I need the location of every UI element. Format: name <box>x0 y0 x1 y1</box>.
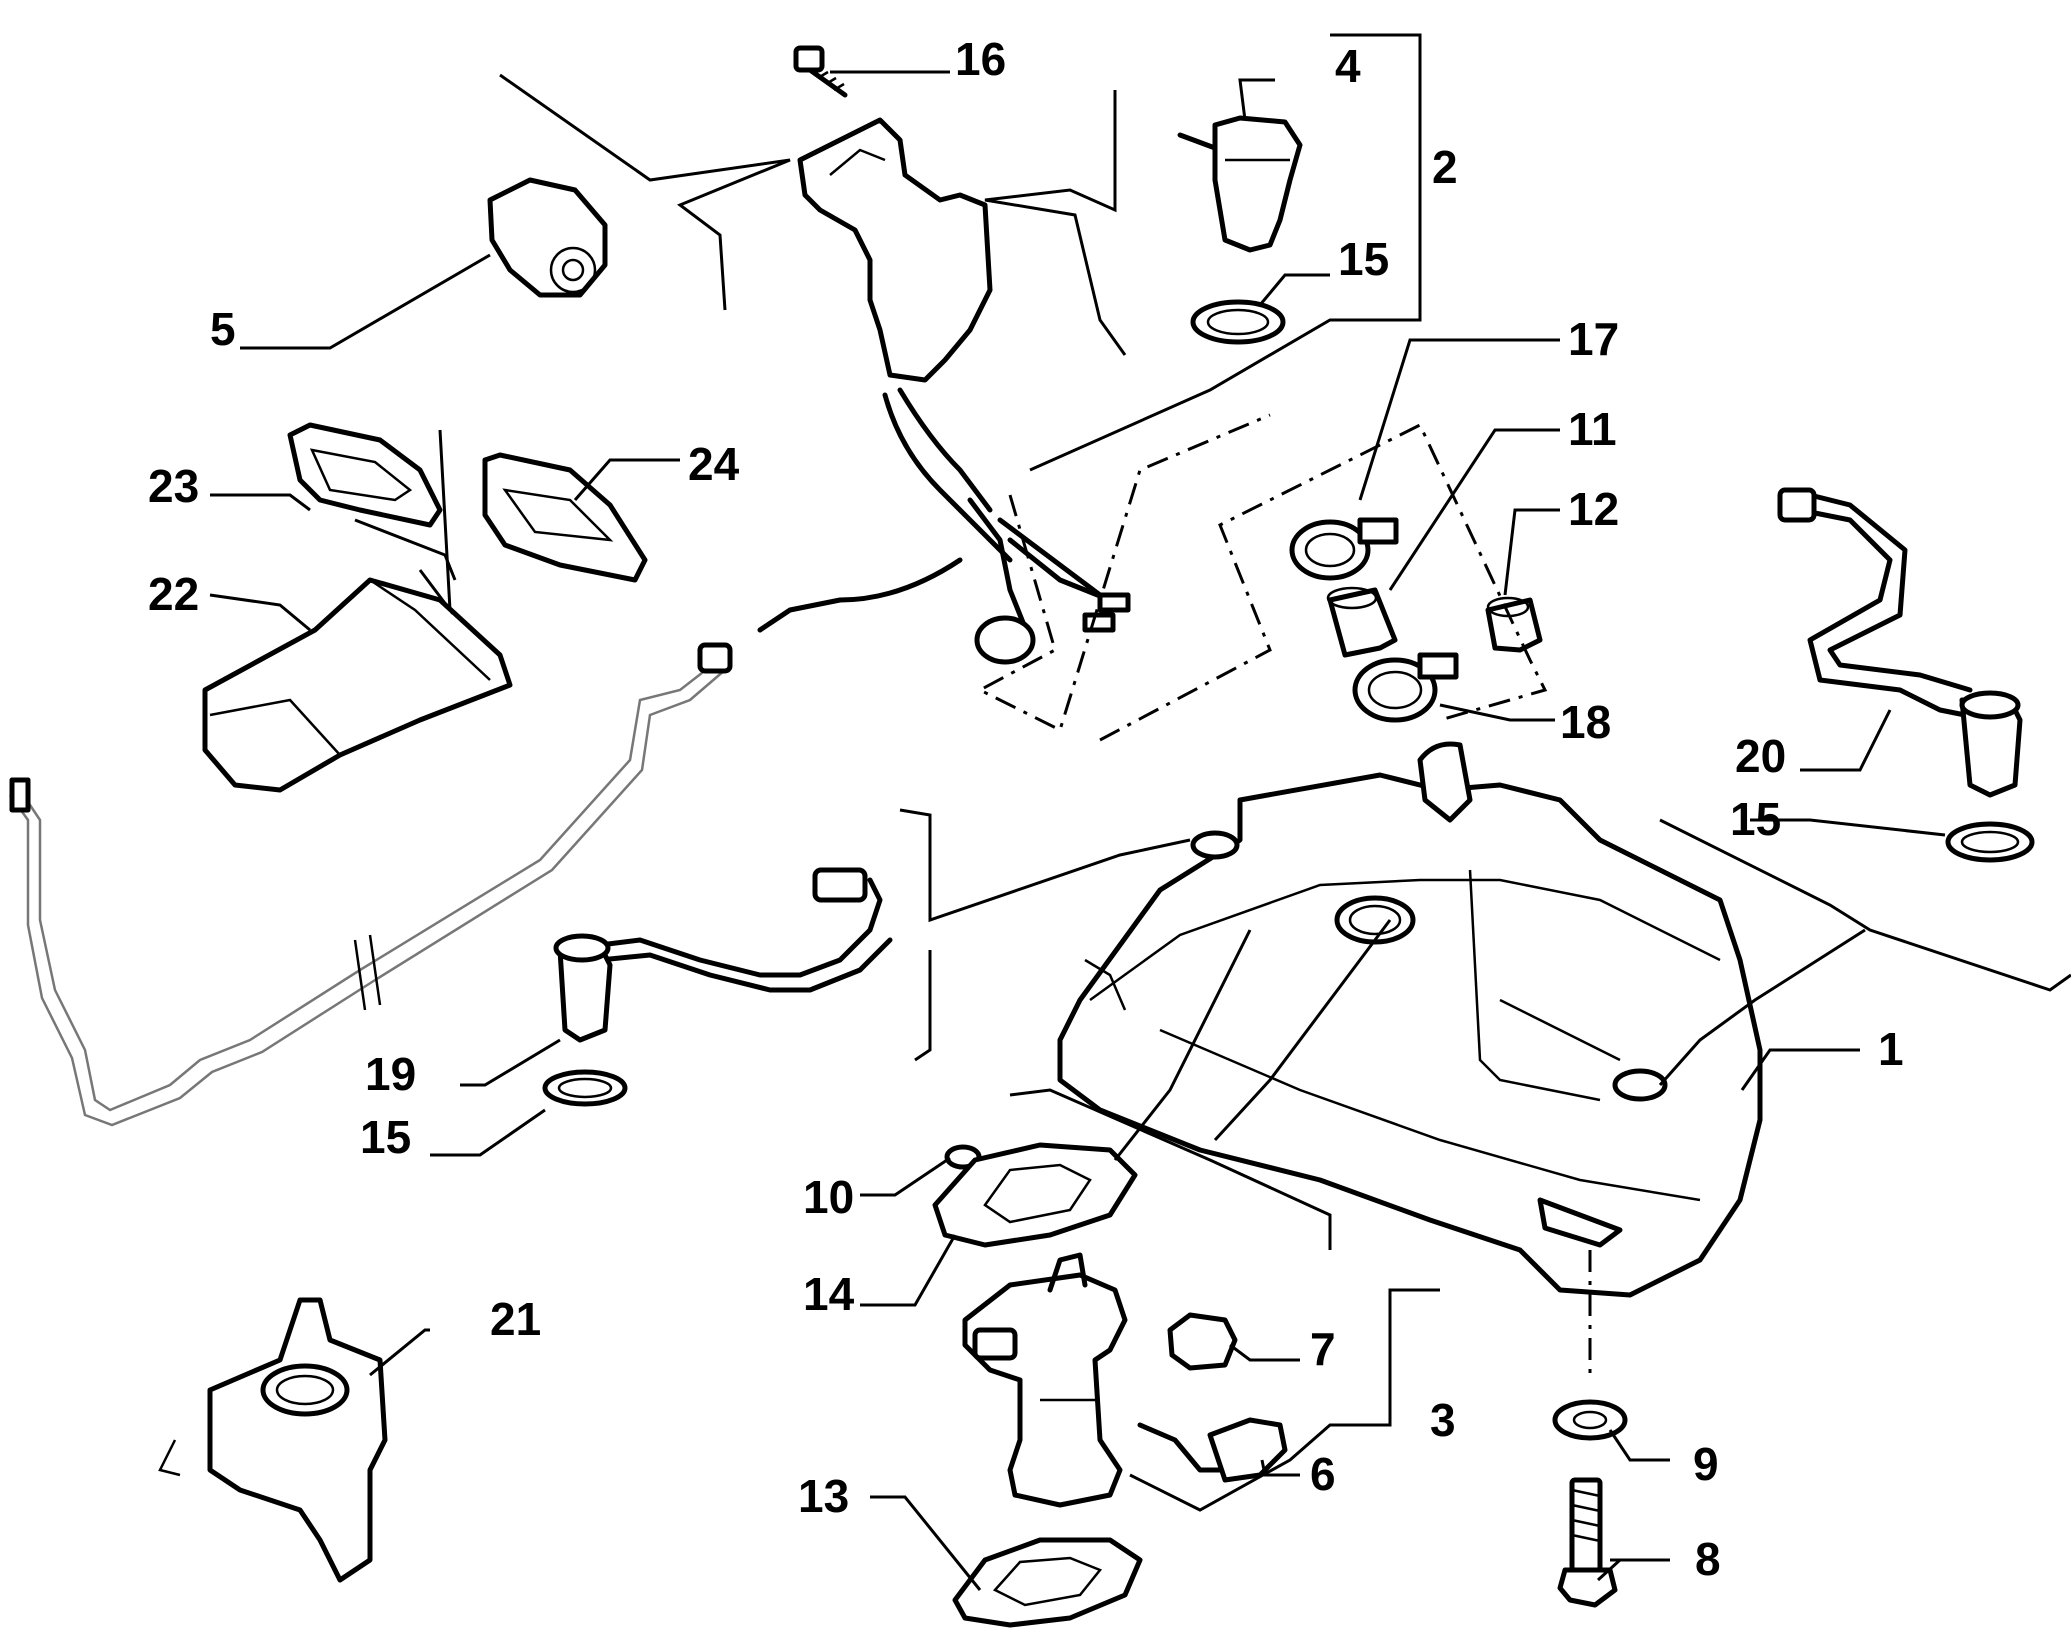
vent-valve-4 <box>1177 115 1303 253</box>
callout-23: 23 <box>148 460 199 512</box>
callout-2: 2 <box>1432 141 1458 193</box>
callout-16: 16 <box>955 33 1006 85</box>
callout-19: 19 <box>365 1048 416 1100</box>
pump-seal-14 <box>932 1142 1138 1248</box>
callout-leaders <box>209 70 1946 1591</box>
callout-6: 6 <box>1310 1448 1336 1500</box>
screw-16 <box>793 45 848 98</box>
callout-9: 9 <box>1693 1438 1719 1490</box>
seal-24 <box>482 452 648 583</box>
suction-pipe-19 <box>553 867 893 1043</box>
callout-11: 11 <box>1568 403 1617 455</box>
callout-22: 22 <box>148 568 199 620</box>
hose-11 <box>1326 586 1398 658</box>
callout-21: 21 <box>490 1293 541 1345</box>
housing-22 <box>202 577 513 793</box>
clamp-17 <box>1289 517 1399 581</box>
canister-21 <box>158 1297 388 1583</box>
callout-10: 10 <box>803 1171 854 1223</box>
callout-3: 3 <box>1430 1394 1456 1446</box>
callout-14: 14 <box>803 1268 855 1320</box>
fuel-cap-5 <box>487 177 608 298</box>
callout-5: 5 <box>210 303 236 355</box>
hose-routing-dashes <box>976 413 1592 1380</box>
callout-8: 8 <box>1695 1533 1721 1585</box>
callout-labels: 1 2 3 4 5 6 7 8 9 10 11 12 13 14 15 15 1… <box>148 33 1904 1585</box>
seal-ring-15-top <box>1190 299 1286 345</box>
clamp-18 <box>1352 652 1459 723</box>
filler-neck <box>757 117 1131 665</box>
callout-4: 4 <box>1335 40 1361 92</box>
fuel-tank <box>1057 741 1763 1298</box>
seal-ring-15-left <box>542 1069 628 1107</box>
guide-lines <box>354 33 2071 1250</box>
pump-module-3 <box>962 1252 1128 1508</box>
callout-20: 20 <box>1735 730 1786 782</box>
callout-15-right: 15 <box>1730 793 1781 845</box>
seal-23 <box>287 422 443 528</box>
callout-15-left: 15 <box>360 1111 411 1163</box>
fuel-line <box>8 642 733 1127</box>
return-pipe-20 <box>1777 487 2023 798</box>
callout-12: 12 <box>1568 483 1619 535</box>
bolt-8 <box>1557 1477 1618 1608</box>
pump-seal-13 <box>952 1537 1143 1628</box>
callout-24: 24 <box>688 438 740 490</box>
callout-18: 18 <box>1560 696 1611 748</box>
washer-9 <box>1552 1399 1628 1441</box>
harness-6 <box>1137 1417 1288 1483</box>
callout-1: 1 <box>1878 1023 1904 1075</box>
callout-13: 13 <box>798 1470 849 1522</box>
connector-7 <box>1167 1312 1238 1371</box>
callout-7: 7 <box>1310 1323 1336 1375</box>
callout-17: 17 <box>1568 313 1619 365</box>
grommet-12 <box>1485 596 1543 653</box>
callout-15-top: 15 <box>1338 233 1389 285</box>
seal-ring-15-right <box>1945 821 2035 863</box>
